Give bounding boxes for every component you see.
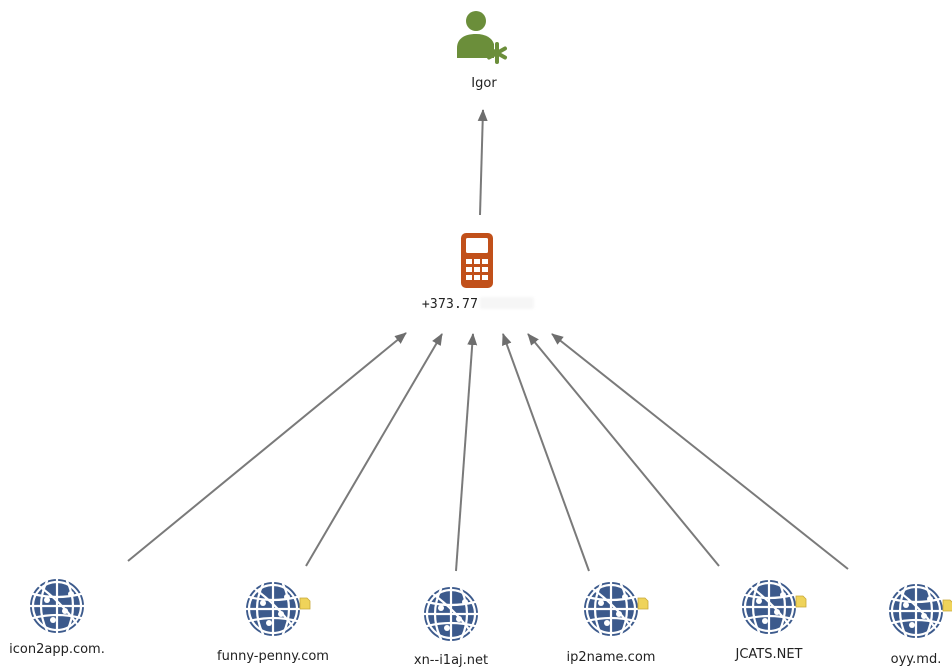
mobile-phone-icon[interactable]: [461, 233, 493, 288]
edge-domain-3-to-phone: [455, 333, 478, 572]
globe-icon[interactable]: [740, 578, 798, 636]
edge-domain-6-to-phone: [551, 333, 849, 570]
person-asterisk-icon[interactable]: [457, 11, 507, 64]
edge-domain-5-to-phone: [527, 333, 720, 567]
person-label[interactable]: Igor: [471, 76, 497, 91]
domain-label[interactable]: funny-penny.com: [217, 649, 329, 664]
domain-label[interactable]: icon2app.com.: [9, 642, 105, 657]
phone-number-visible: +373.77: [421, 297, 479, 312]
edge-phone-to-person: [477, 109, 488, 216]
phone-number-redaction: [480, 297, 535, 309]
globe-icon[interactable]: [244, 580, 302, 638]
note-icon[interactable]: [637, 597, 649, 610]
globe-icon[interactable]: [887, 582, 945, 640]
domain-label[interactable]: JCATS.NET: [735, 647, 803, 662]
domain-label[interactable]: ip2name.com: [566, 650, 656, 665]
globe-icon[interactable]: [28, 577, 86, 635]
domain-label[interactable]: xn--i1aj.net: [413, 653, 489, 668]
edge-domain-2-to-phone: [305, 333, 443, 567]
note-icon[interactable]: [299, 597, 311, 610]
globe-icon[interactable]: [582, 580, 640, 638]
domain-label[interactable]: oyy.md.: [890, 652, 942, 667]
edge-domain-1-to-phone: [127, 332, 407, 562]
note-icon[interactable]: [795, 595, 807, 608]
note-icon[interactable]: [942, 599, 952, 612]
globe-icon[interactable]: [422, 585, 480, 643]
edge-domain-4-to-phone: [502, 333, 590, 572]
phone-label[interactable]: +373.77: [421, 297, 535, 313]
